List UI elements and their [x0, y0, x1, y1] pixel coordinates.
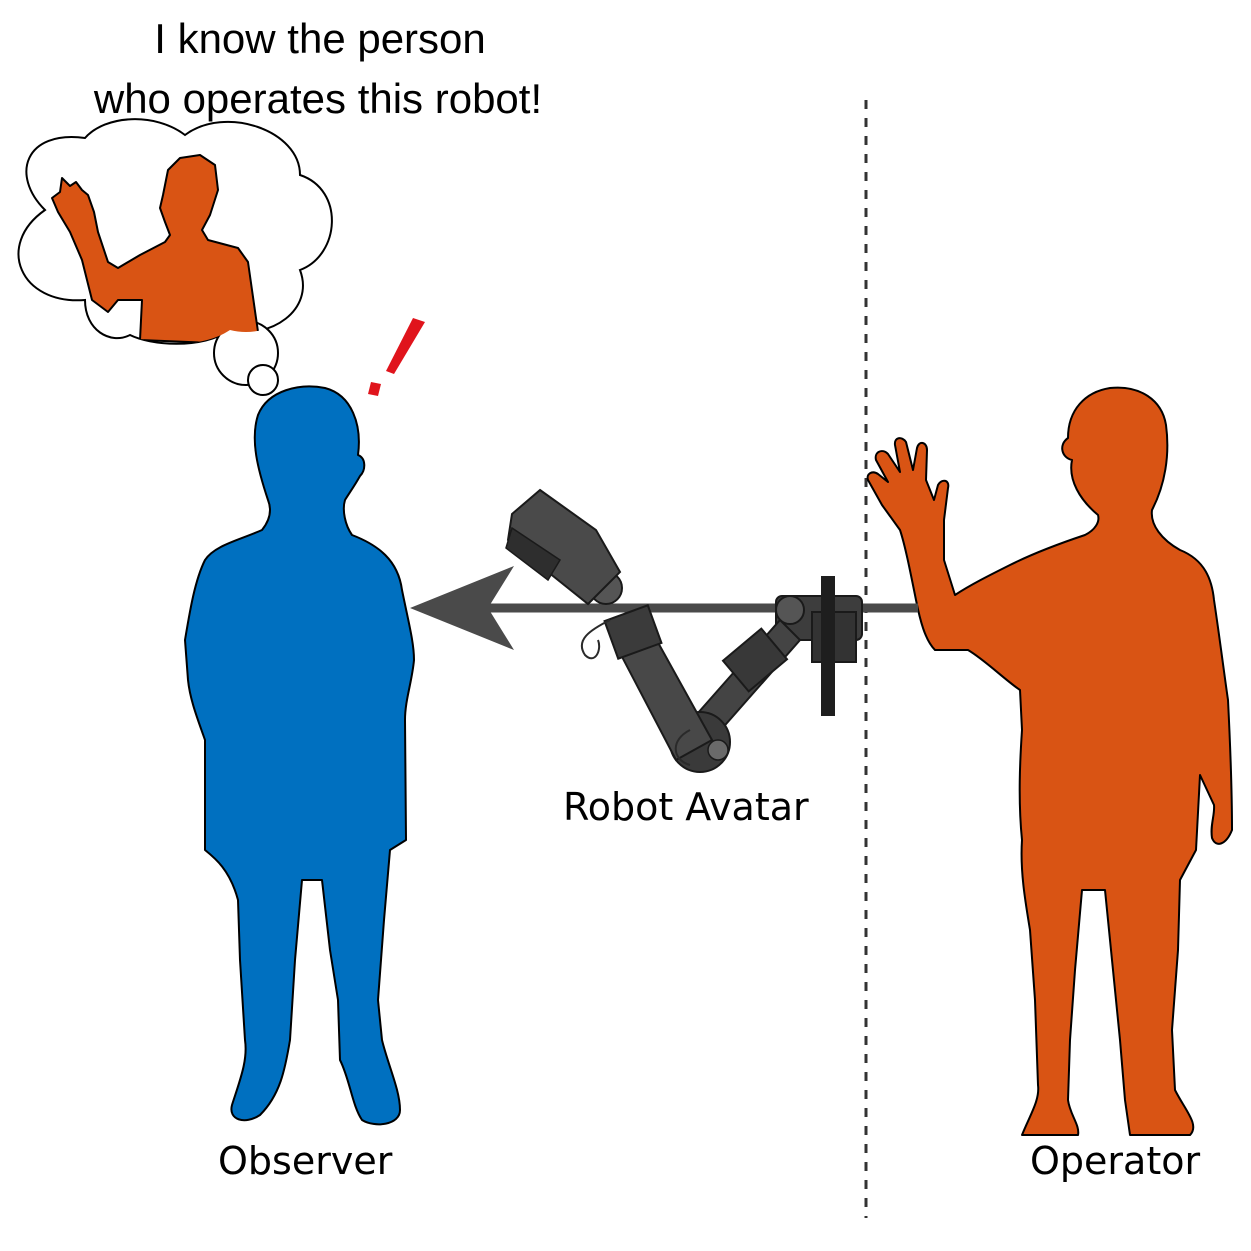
thought-operator-silhouette: [51, 154, 261, 344]
exclamation-mark-icon: [368, 318, 425, 396]
robot-servo-1: [721, 627, 789, 693]
caption-line-1: I know the person: [154, 15, 486, 62]
exclamation-dot: [368, 382, 381, 396]
robot-clamp: [821, 576, 835, 716]
robot-arm-icon: [505, 488, 863, 773]
robot-gripper: [506, 488, 622, 606]
robot-gripper-finger: [505, 526, 562, 582]
observer-label: Observer: [218, 1139, 393, 1183]
arrow-head: [410, 566, 514, 650]
robot-avatar-label: Robot Avatar: [563, 785, 809, 829]
exclamation-bar: [386, 318, 425, 374]
robot-cable-2: [674, 729, 691, 766]
robot-servo-2: [603, 604, 663, 660]
thought-operator-icon: [51, 154, 261, 344]
caption-line-2: who operates this robot!: [93, 75, 543, 122]
operator-figure: [866, 386, 1233, 1136]
observer-figure: [184, 385, 415, 1126]
operator-label: Operator: [1030, 1139, 1201, 1183]
thought-dot-small: [247, 364, 279, 396]
robot-cable: [580, 619, 611, 660]
robot-base-joint: [775, 595, 805, 625]
robot-elbow-cap: [707, 739, 729, 761]
